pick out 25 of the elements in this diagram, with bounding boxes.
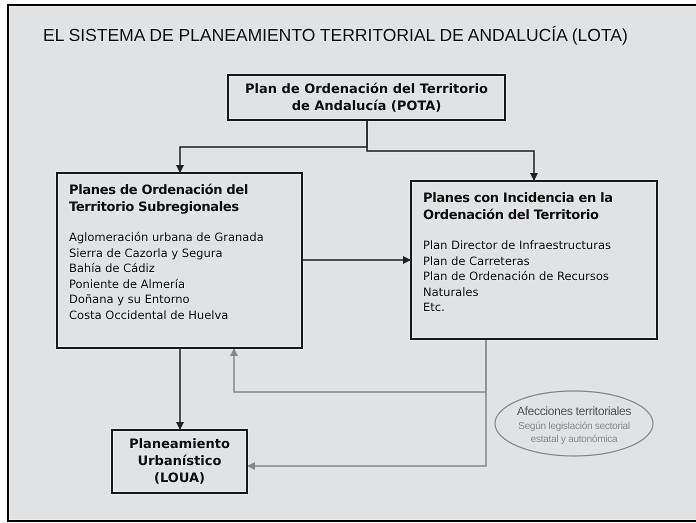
diagram-title: EL SISTEMA DE PLANEAMIENTO TERRITORIAL DE ANDALUCÍA (LOTA): [43, 24, 628, 47]
process-box: [410, 180, 658, 340]
box-heading: Planes con Incidencia en la Ordenación del Territorio: [423, 190, 614, 224]
list-item: Bahía de Cádiz: [69, 261, 156, 276]
box-heading: Planeamiento Urbanístico (LOUA): [128, 436, 231, 487]
process-box: [111, 429, 248, 494]
arrow: [247, 340, 487, 470]
list-item: Doñana y su Entorno: [69, 292, 191, 308]
list-item: Plan Director de Infraestructuras: [423, 238, 612, 254]
arrow: [303, 256, 411, 264]
process-box: [227, 74, 506, 121]
list-item: Aglomeración urbana de Granada: [69, 230, 265, 246]
ellipse-heading: Afecciones territoriales: [516, 402, 632, 420]
list-item: Plan de Carreteras: [423, 254, 531, 269]
list-item: Costa Occidental de Huelva: [69, 308, 230, 323]
list-item: Plan de Ordenación de Recursos Naturales: [423, 269, 610, 300]
ellipse-note: Según legislación sectorial estatal y autonómica: [517, 420, 631, 446]
list-item: Poniente de Almería: [69, 276, 186, 292]
list-item: Sierra de Cazorla y Segura: [69, 246, 224, 261]
list-item: Etc.: [423, 300, 446, 316]
process-box: [56, 172, 303, 349]
arrow: [176, 349, 184, 430]
box-heading: Planes de Ordenación del Territorio Subregionales: [69, 182, 250, 216]
arrow: [366, 121, 538, 181]
box-heading: Plan de Ordenación del Territorio de Andalucía (POTA): [244, 80, 489, 114]
